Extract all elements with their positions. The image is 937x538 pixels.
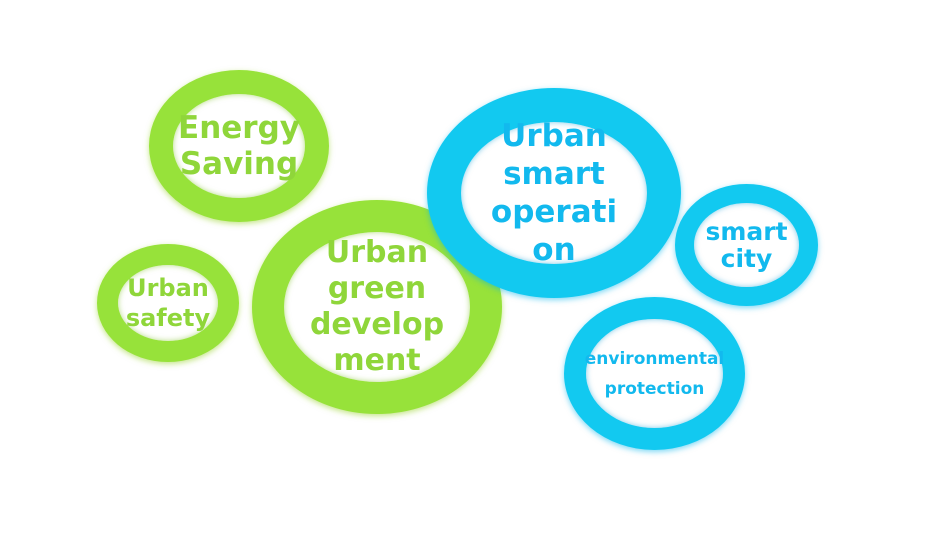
urban-smart-operation-label: Urban smart operati on bbox=[490, 118, 618, 268]
urban-smart-operation-bubble: Urban smart operati on bbox=[427, 88, 681, 298]
urban-green-development-label: Urban green develop ment bbox=[309, 235, 445, 378]
urban-safety-label: Urban safety bbox=[125, 274, 211, 332]
environmental-protection-label: environmental protection bbox=[584, 348, 725, 399]
smart-city-bubble: smart city bbox=[675, 184, 818, 306]
energy-saving-bubble: Energy Saving bbox=[149, 70, 329, 222]
energy-saving-label: Energy Saving bbox=[178, 110, 300, 182]
smart-city-label: smart city bbox=[705, 217, 788, 273]
environmental-protection-bubble: environmental protection bbox=[564, 297, 745, 450]
urban-safety-bubble: Urban safety bbox=[97, 244, 239, 362]
